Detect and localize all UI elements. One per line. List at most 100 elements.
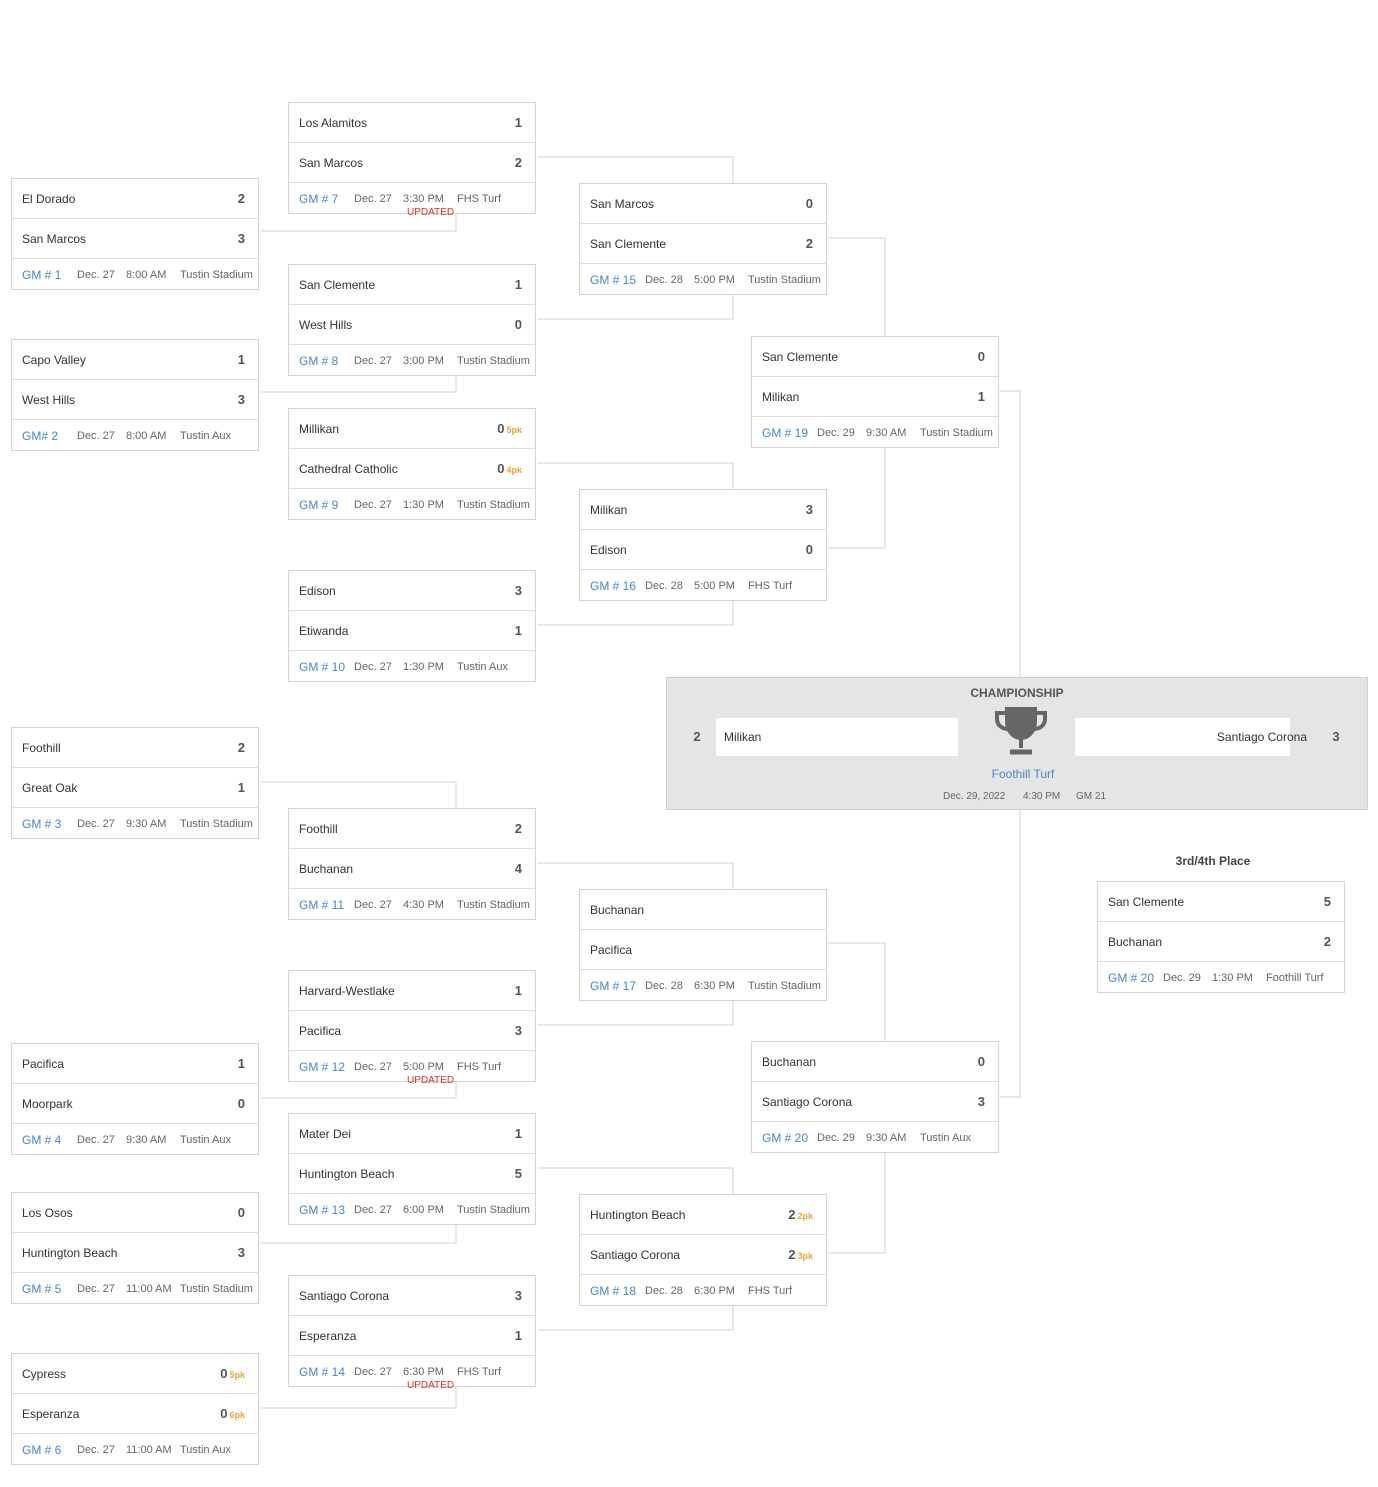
game-number-link[interactable]: GM # 5 bbox=[22, 1282, 62, 1296]
championship-team2-box[interactable] bbox=[1075, 718, 1290, 756]
game-card-g20[interactable]: Buchanan 0 Santiago Corona 3 GM # 20 Dec… bbox=[751, 1041, 999, 1153]
team-row[interactable]: San Clemente 1 bbox=[289, 265, 535, 305]
team-row[interactable]: San Clemente 5 bbox=[1098, 882, 1344, 922]
team-score: 2 bbox=[1323, 934, 1331, 949]
team-row[interactable]: San Marcos 0 bbox=[580, 184, 826, 224]
game-number-link[interactable]: GM # 20 bbox=[762, 1131, 809, 1145]
team-row[interactable]: San Clemente 0 bbox=[752, 337, 998, 377]
game-card-g19[interactable]: San Clemente 0 Milikan 1 GM # 19 Dec. 29… bbox=[751, 336, 999, 448]
team-row[interactable]: Buchanan 4 bbox=[289, 849, 535, 889]
team-score: 2 bbox=[237, 740, 245, 755]
game-number-link[interactable]: GM # 17 bbox=[590, 979, 637, 993]
team-row[interactable]: Edison 3 bbox=[289, 571, 535, 611]
game-card-g8[interactable]: San Clemente 1 West Hills 0 GM # 8 Dec. … bbox=[288, 264, 536, 376]
game-number-link[interactable]: GM # 7 bbox=[299, 192, 339, 206]
game-time: 6:30 PM bbox=[403, 1366, 444, 1378]
game-card-g17[interactable]: Buchanan Pacifica GM # 17 Dec. 28 6:30 P… bbox=[579, 889, 827, 1001]
team-row[interactable]: Santiago Corona 3 bbox=[752, 1082, 998, 1122]
game-card-g20b[interactable]: San Clemente 5 Buchanan 2 GM # 20 Dec. 2… bbox=[1097, 881, 1345, 993]
game-time: 5:00 PM bbox=[694, 580, 735, 592]
game-card-g7[interactable]: Los Alamitos 1 San Marcos 2 GM # 7 Dec. … bbox=[288, 102, 536, 218]
team-row[interactable]: Huntington Beach 3 bbox=[12, 1233, 258, 1273]
team-row[interactable]: Los Alamitos 1 bbox=[289, 103, 535, 143]
team-row[interactable]: Los Osos 0 bbox=[12, 1193, 258, 1233]
game-number-link[interactable]: GM # 1 bbox=[22, 268, 62, 282]
team-row[interactable]: Milikan 3 bbox=[580, 490, 826, 530]
team-row[interactable]: Great Oak 1 bbox=[12, 768, 258, 808]
game-card-g3[interactable]: Foothill 2 Great Oak 1 GM # 3 Dec. 27 9:… bbox=[11, 727, 259, 839]
game-card-g14[interactable]: Santiago Corona 3 Esperanza 1 GM # 14 De… bbox=[288, 1275, 536, 1391]
game-card-g10[interactable]: Edison 3 Etiwanda 1 GM # 10 Dec. 27 1:30… bbox=[288, 570, 536, 682]
team-row[interactable]: El Dorado 2 bbox=[12, 179, 258, 219]
team-row[interactable]: Foothill 2 bbox=[12, 728, 258, 768]
game-number-link[interactable]: GM# 2 bbox=[22, 429, 59, 443]
game-venue: Tustin Aux bbox=[920, 1132, 971, 1144]
third-place-title: 3rd/4th Place bbox=[1175, 854, 1251, 868]
team-row[interactable]: Buchanan 2 bbox=[1098, 922, 1344, 962]
game-card-g4[interactable]: Pacifica 1 Moorpark 0 GM # 4 Dec. 27 9:3… bbox=[11, 1043, 259, 1155]
game-number-link[interactable]: GM # 11 bbox=[299, 898, 345, 912]
team-row[interactable]: Etiwanda 1 bbox=[289, 611, 535, 651]
team-row[interactable]: Esperanza 1 bbox=[289, 1316, 535, 1356]
penalty-kicks: 6pk bbox=[229, 1410, 245, 1420]
team-row[interactable]: Buchanan bbox=[580, 890, 826, 930]
game-card-g5[interactable]: Los Osos 0 Huntington Beach 3 GM # 5 Dec… bbox=[11, 1192, 259, 1304]
game-card-g13[interactable]: Mater Dei 1 Huntington Beach 5 GM # 13 D… bbox=[288, 1113, 536, 1225]
championship-location[interactable]: Foothill Turf bbox=[991, 767, 1055, 781]
game-number-link[interactable]: GM # 6 bbox=[22, 1443, 62, 1457]
team-row[interactable]: Mater Dei 1 bbox=[289, 1114, 535, 1154]
team-row[interactable]: Pacifica 3 bbox=[289, 1011, 535, 1051]
game-number-link[interactable]: GM # 8 bbox=[299, 354, 339, 368]
game-number-link[interactable]: GM # 14 bbox=[299, 1365, 346, 1379]
championship-team1-box[interactable] bbox=[715, 718, 958, 756]
team-row[interactable]: Buchanan 0 bbox=[752, 1042, 998, 1082]
team-row[interactable]: Pacifica bbox=[580, 930, 826, 970]
team-row[interactable]: Harvard-Westlake 1 bbox=[289, 971, 535, 1011]
game-number-link[interactable]: GM # 20 bbox=[1108, 971, 1155, 985]
team-row[interactable]: San Marcos 2 bbox=[289, 143, 535, 183]
team-row[interactable]: West Hills 0 bbox=[289, 305, 535, 345]
game-number-link[interactable]: GM # 15 bbox=[590, 273, 637, 287]
team-row[interactable]: Foothill 2 bbox=[289, 809, 535, 849]
game-card-g1[interactable]: El Dorado 2 San Marcos 3 GM # 1 Dec. 27 … bbox=[11, 178, 259, 290]
game-number-link[interactable]: GM # 10 bbox=[299, 660, 346, 674]
game-number-link[interactable]: GM # 4 bbox=[22, 1133, 62, 1147]
game-number-link[interactable]: GM # 18 bbox=[590, 1284, 637, 1298]
team-row[interactable]: Moorpark 0 bbox=[12, 1084, 258, 1124]
team-row[interactable]: Huntington Beach 5 bbox=[289, 1154, 535, 1194]
team-row[interactable]: West Hills 3 bbox=[12, 380, 258, 420]
game-number-link[interactable]: GM # 16 bbox=[590, 579, 637, 593]
team-row[interactable]: Capo Valley 1 bbox=[12, 340, 258, 380]
team-name: Cathedral Catholic bbox=[299, 462, 398, 476]
game-card-g16[interactable]: Milikan 3 Edison 0 GM # 16 Dec. 28 5:00 … bbox=[579, 489, 827, 601]
team-row[interactable]: Milikan 1 bbox=[752, 377, 998, 417]
team-row[interactable]: Pacifica 1 bbox=[12, 1044, 258, 1084]
game-number-link[interactable]: GM # 13 bbox=[299, 1203, 346, 1217]
game-number-link[interactable]: GM # 9 bbox=[299, 498, 339, 512]
team-score: 0 bbox=[977, 1054, 985, 1069]
game-card-g12[interactable]: Harvard-Westlake 1 Pacifica 3 GM # 12 De… bbox=[288, 970, 536, 1086]
team-row[interactable]: Santiago Corona 3 bbox=[289, 1276, 535, 1316]
game-card-g2[interactable]: Capo Valley 1 West Hills 3 GM# 2 Dec. 27… bbox=[11, 339, 259, 451]
team-name: West Hills bbox=[299, 318, 353, 332]
game-number-link[interactable]: GM # 19 bbox=[762, 426, 809, 440]
team-row[interactable]: San Marcos 3 bbox=[12, 219, 258, 259]
game-card-g11[interactable]: Foothill 2 Buchanan 4 GM # 11 Dec. 27 4:… bbox=[288, 808, 536, 920]
game-number-link[interactable]: GM # 3 bbox=[22, 817, 62, 831]
team-row[interactable]: Edison 0 bbox=[580, 530, 826, 570]
game-venue: Tustin Aux bbox=[457, 661, 508, 673]
game-number-link[interactable]: GM # 12 bbox=[299, 1060, 346, 1074]
team-row[interactable]: San Clemente 2 bbox=[580, 224, 826, 264]
game-card-g15[interactable]: San Marcos 0 San Clemente 2 GM # 15 Dec.… bbox=[579, 183, 827, 295]
game-date: Dec. 27 bbox=[354, 1061, 392, 1073]
